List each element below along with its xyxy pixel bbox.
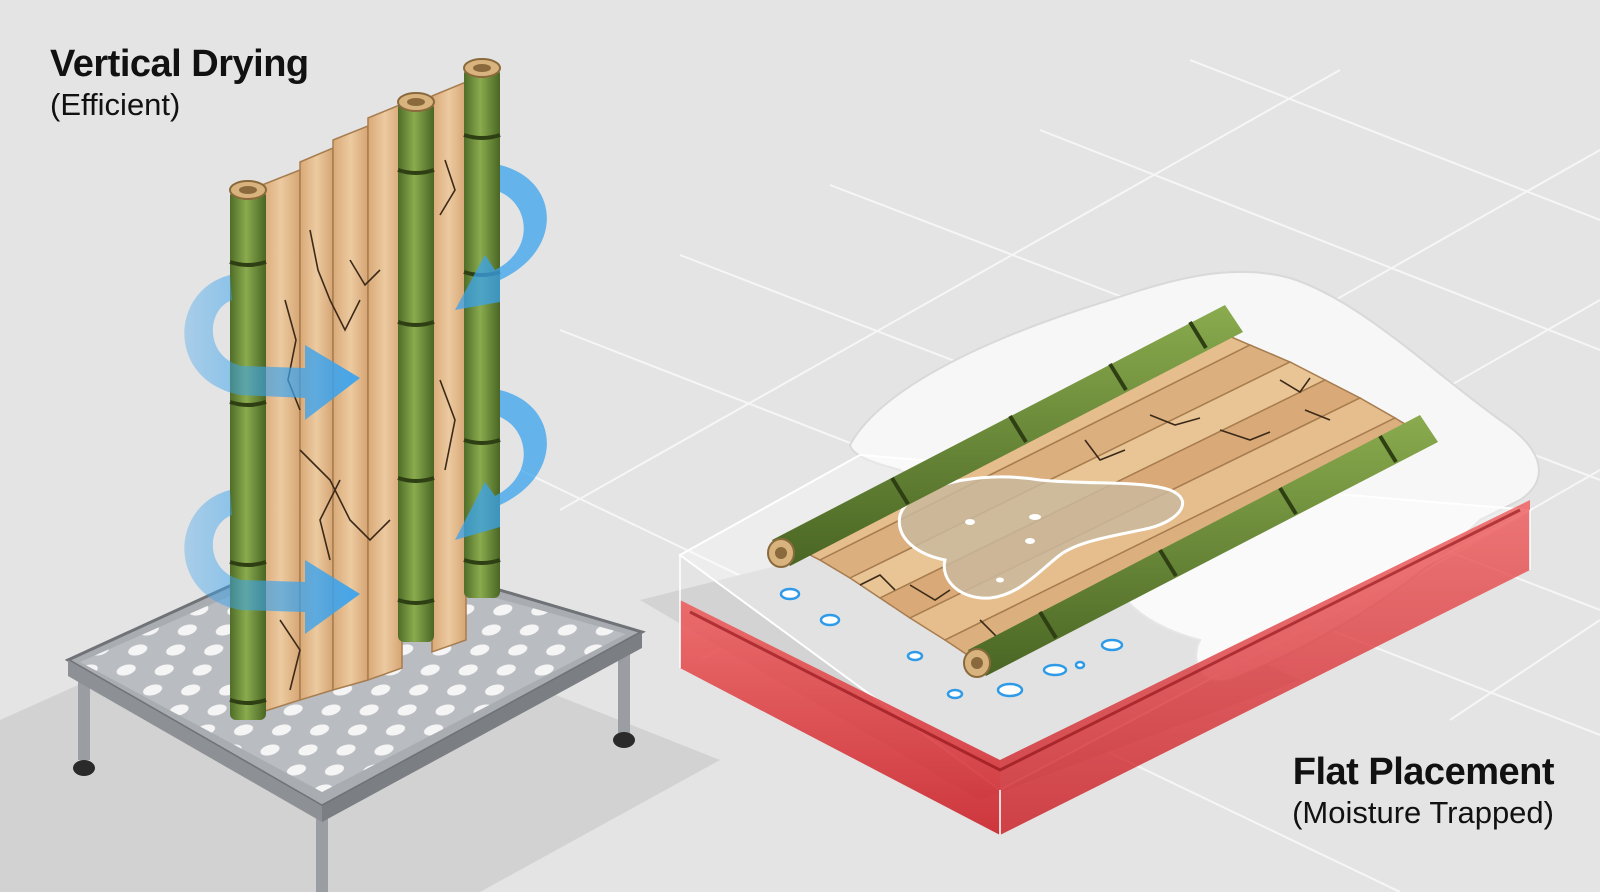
water-droplet-icon (779, 587, 1124, 700)
vertical-drying-title: Vertical Drying (50, 43, 309, 85)
rack-legs (73, 600, 635, 892)
flat-placement-subtitle: (Moisture Trapped) (1292, 794, 1554, 830)
flat-placement-label: Flat Placement (Moisture Trapped) (1292, 751, 1555, 833)
bamboo-poles-flat (767, 305, 1438, 678)
vertical-drying-label: Vertical Drying (Efficient) (50, 43, 309, 125)
vertical-drying-scene (64, 58, 646, 892)
flat-placement-scene (678, 270, 1540, 835)
vertical-drying-subtitle: (Efficient) (50, 86, 181, 122)
airflow-arrow-icon (184, 165, 547, 634)
moisture-tray-side (1000, 500, 1530, 835)
water-puddle (897, 475, 1184, 600)
moisture-tray-front (680, 600, 1000, 835)
bamboo-poles-vertical (229, 58, 501, 720)
flat-placement-title: Flat Placement (1292, 751, 1555, 793)
wood-cracks (279, 159, 456, 691)
